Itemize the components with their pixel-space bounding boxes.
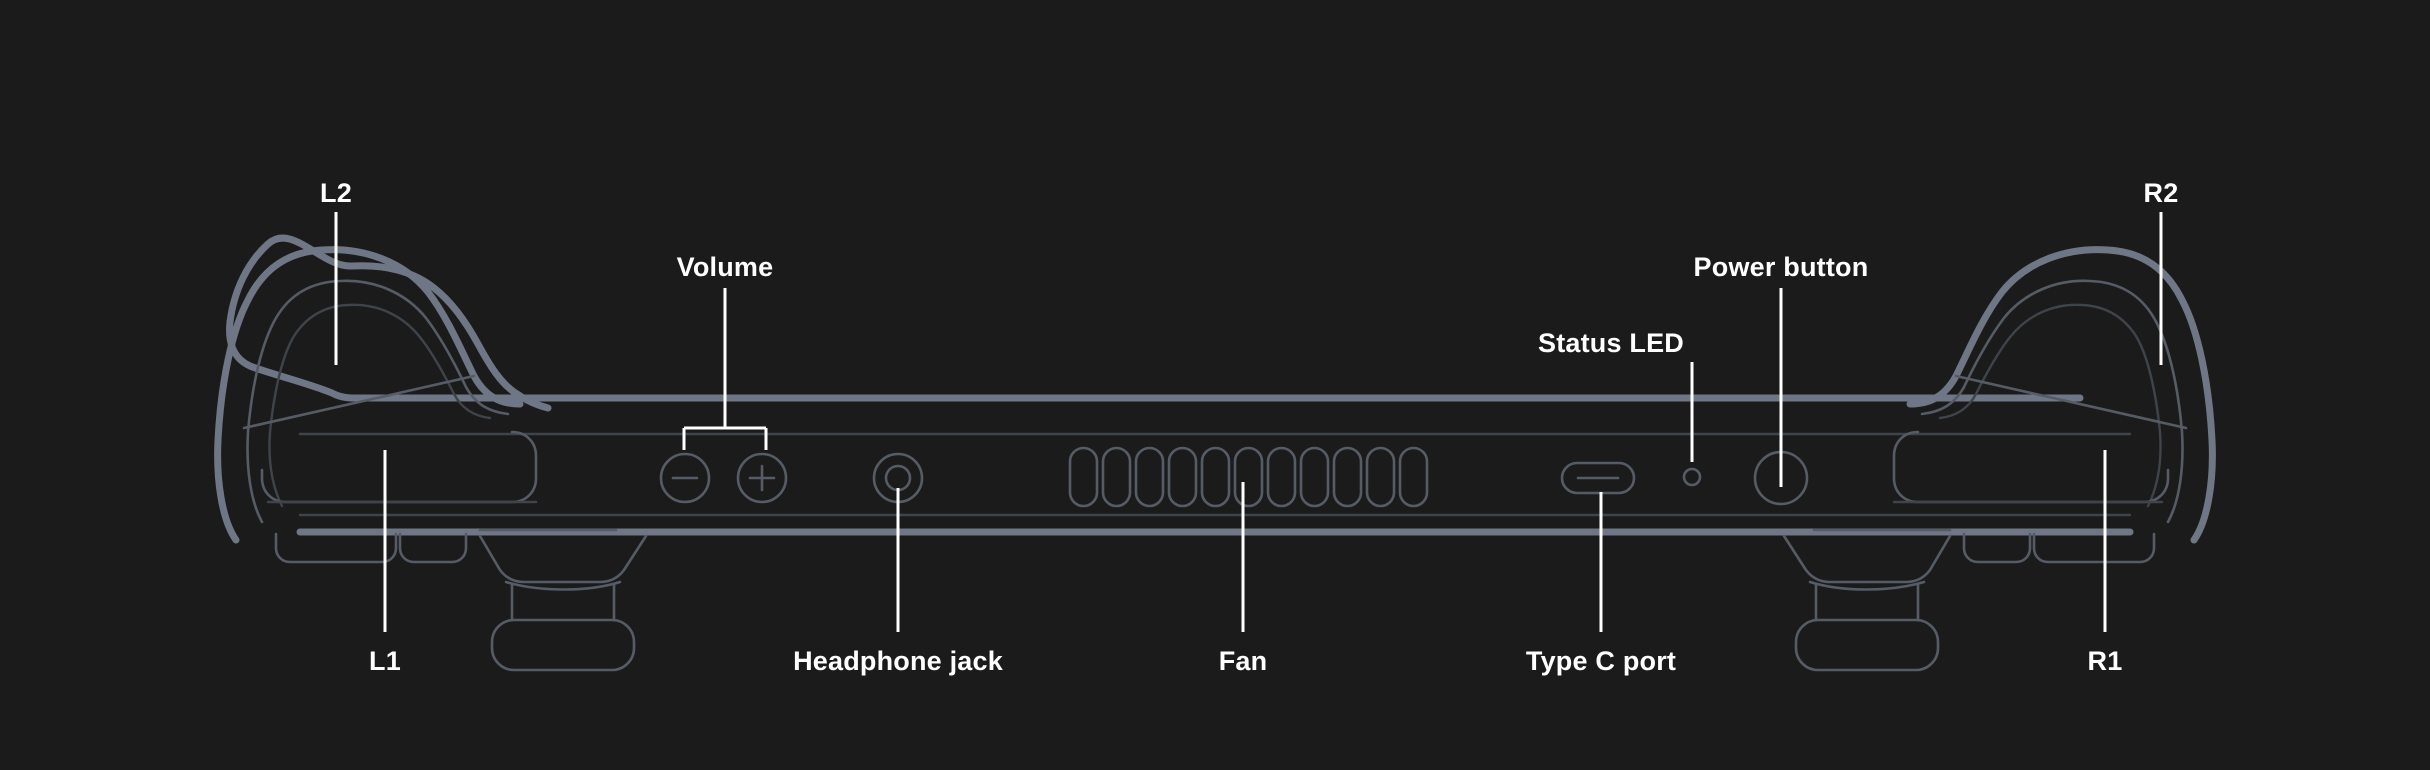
device-body [214,234,2216,672]
left-tab-2 [398,532,468,564]
fan-vent-icon [1068,446,1099,508]
left-trigger-outer-shell [226,234,552,412]
callout-label-type-c-port: Type C port [1525,646,1677,676]
volume-down-button[interactable] [659,452,711,504]
fan-vent-icon [1167,446,1198,508]
left-trigger-inner-contour-2 [268,303,492,508]
fan-vent-icon [1200,446,1231,508]
right-trigger-outer-contour [1906,246,2216,544]
right-trigger-inner-contour [1920,279,2184,524]
callout-label-l2: L2 [320,178,352,208]
right-bottom-tabs [1962,532,2156,564]
left-shoulder-assembly [214,234,552,544]
led-icon [1682,467,1702,487]
left-trigger-outer-contour [214,246,524,544]
headphone-jack-icon [884,464,912,492]
right-trigger-split-line [1954,374,2188,430]
callout-label-headphone-jack: Headphone jack [793,646,1003,676]
volume-up-ring [736,452,788,504]
usb-type-c-port[interactable] [1560,461,1636,495]
left-thumbstick [478,528,648,672]
right-thumbstick-collar [1808,580,1926,591]
left-tab-1 [274,532,398,564]
left-thumbstick-cap [490,618,636,672]
fan-vent-icon [1332,446,1363,508]
fan-vent-icon [1134,446,1165,508]
left-trigger-split-line [242,374,476,430]
usb-c-outline [1560,461,1636,495]
left-thumbstick-collar [504,580,622,591]
right-trigger-inner-contour-2 [1938,303,2162,508]
left-bumper-body [260,430,538,504]
left-bottom-tabs [274,532,468,564]
fan-vent-icon [1365,446,1396,508]
volume-up-button[interactable] [736,452,788,504]
fan-vent-icon [1299,446,1330,508]
right-bumper-body [1892,430,2170,504]
fan-vent-icon [1398,446,1429,508]
callout-label-volume: Volume [676,252,774,282]
right-thumbstick-cap [1794,618,1940,672]
fan-vent-icon [1266,446,1297,508]
callout-label-r1: R1 [2087,646,2123,676]
right-shoulder-assembly [1892,246,2216,544]
right-thumbstick [1782,528,1952,672]
callout-label-r2: R2 [2143,178,2179,208]
fan-vent-icon [1101,446,1132,508]
right-tab-2 [1962,532,2032,564]
callout-label-l1: L1 [369,646,401,676]
plus-icon [748,464,776,492]
fan-vent-group [1068,446,1429,508]
left-thumbstick-base [478,534,648,584]
right-thumbstick-base [1782,534,1952,584]
callout-label-power-button: Power button [1693,252,1869,282]
leader-volume-bracket [682,426,768,450]
callout-label-status-led: Status LED [1537,328,1685,358]
volume-down-ring [659,452,711,504]
fan-vent-icon [1233,446,1264,508]
right-tab-1 [2032,532,2156,564]
ports-and-controls [659,446,1809,508]
callout-leader-lines [334,212,2163,632]
callout-label-fan: Fan [1218,646,1268,676]
left-trigger-inner-contour [246,279,510,524]
